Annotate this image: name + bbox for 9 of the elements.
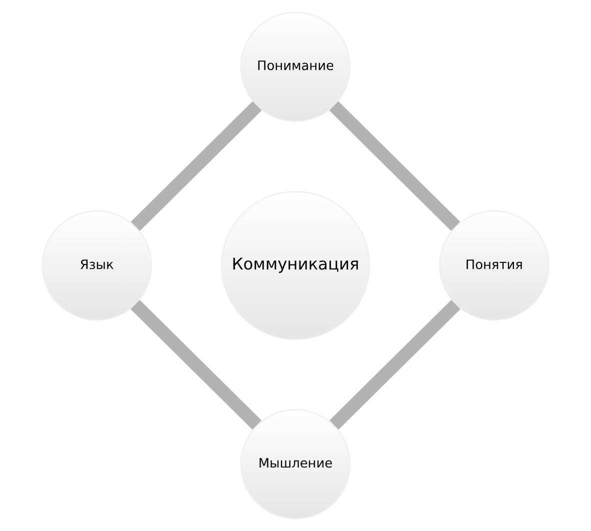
node-circle: Коммуникация	[221, 191, 370, 340]
node-circle: Язык	[42, 210, 152, 321]
connector	[329, 300, 460, 430]
node-circle: Понятия	[439, 210, 550, 321]
node-circle: Мышление	[240, 409, 351, 520]
connector	[329, 101, 460, 231]
connector	[130, 300, 262, 430]
node-circle: Понимание	[240, 12, 351, 122]
connector	[130, 101, 262, 231]
